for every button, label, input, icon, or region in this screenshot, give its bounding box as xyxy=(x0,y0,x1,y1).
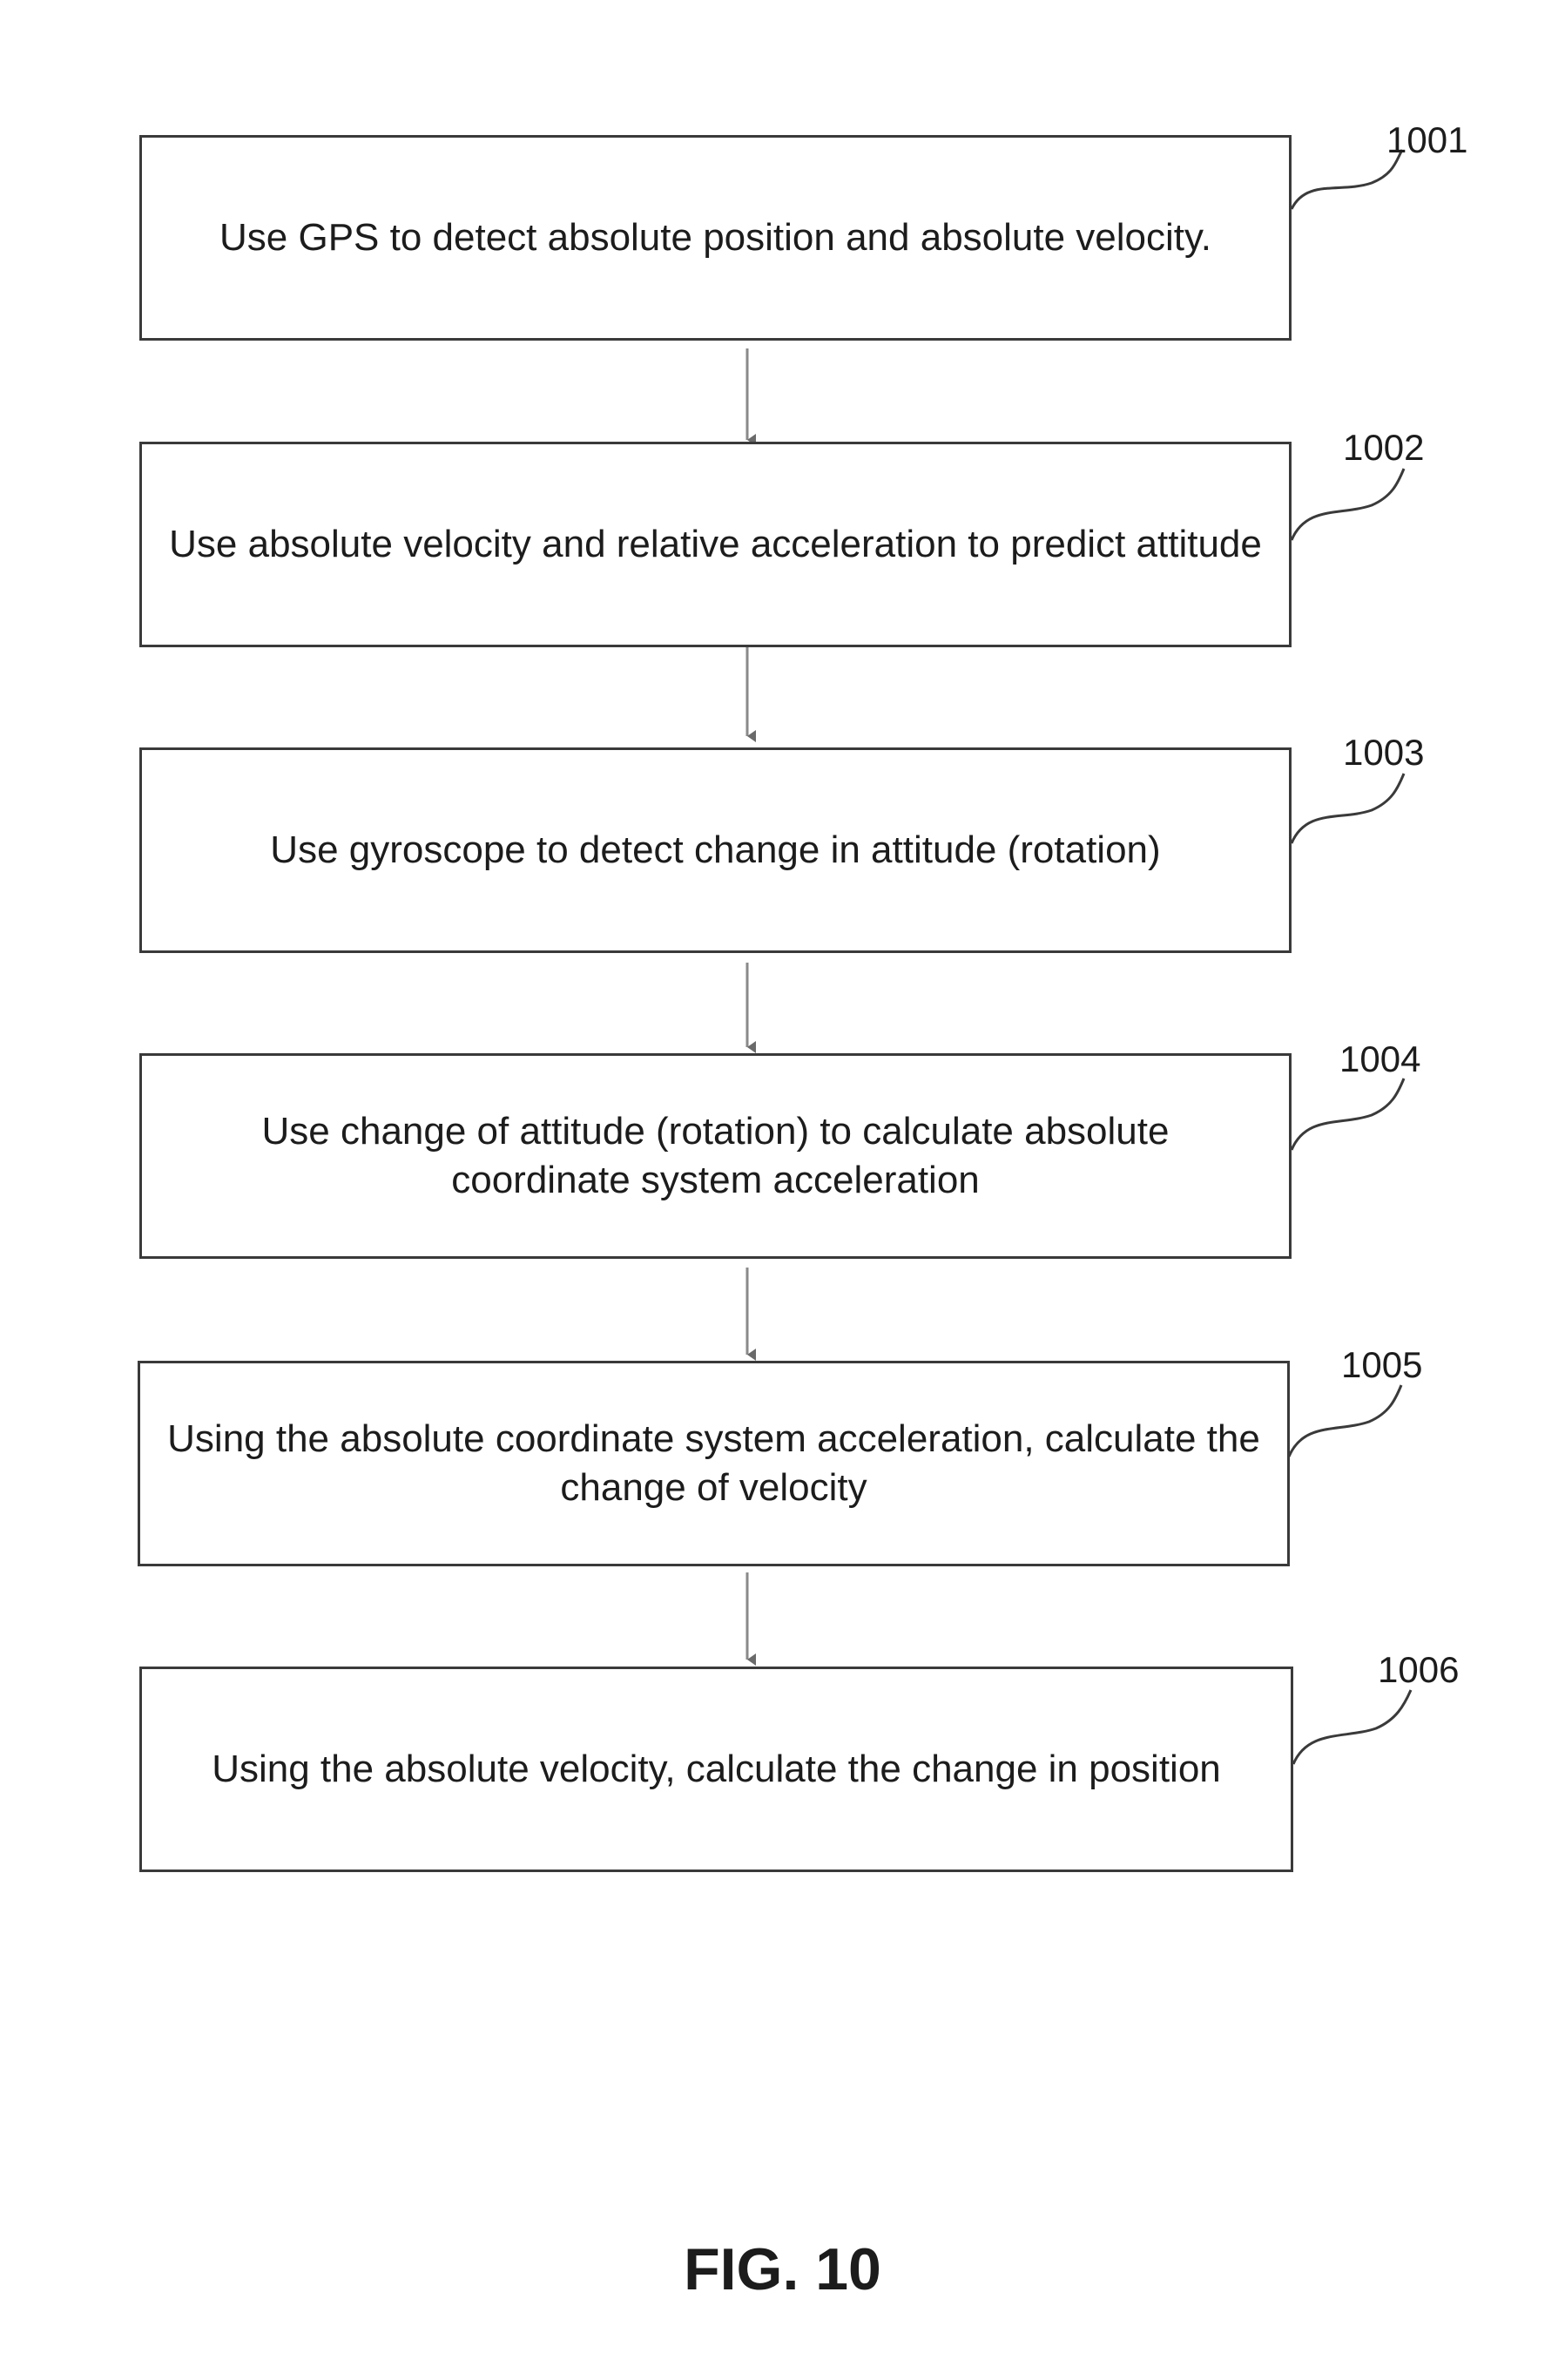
ref-label-1001: 1001 xyxy=(1386,119,1467,161)
step-box-1006: Using the absolute velocity, calculate t… xyxy=(139,1667,1293,1872)
step-text: Use GPS to detect absolute position and … xyxy=(219,213,1211,262)
leader-line-1002 xyxy=(1292,469,1404,540)
ref-label-1005: 1005 xyxy=(1341,1344,1422,1386)
leader-line-1005 xyxy=(1289,1385,1401,1457)
step-text: Use absolute velocity and relative accel… xyxy=(169,520,1262,569)
step-text: Use gyroscope to detect change in attitu… xyxy=(270,826,1160,875)
leader-line-1003 xyxy=(1292,774,1404,843)
step-box-1004: Use change of attitude (rotation) to cal… xyxy=(139,1053,1292,1259)
step-text: Use change of attitude (rotation) to cal… xyxy=(168,1107,1263,1205)
step-text: Using the absolute velocity, calculate t… xyxy=(212,1745,1221,1794)
ref-label-1003: 1003 xyxy=(1343,732,1424,774)
step-text: Using the absolute coordinate system acc… xyxy=(166,1415,1261,1512)
step-box-1005: Using the absolute coordinate system acc… xyxy=(138,1361,1290,1566)
ref-label-1004: 1004 xyxy=(1339,1038,1420,1080)
figure-caption: FIG. 10 xyxy=(0,2235,1565,2304)
step-box-1002: Use absolute velocity and relative accel… xyxy=(139,442,1292,647)
leader-line-1001 xyxy=(1292,150,1402,209)
ref-label-1006: 1006 xyxy=(1378,1649,1459,1691)
leader-line-1004 xyxy=(1292,1078,1404,1150)
step-box-1001: Use GPS to detect absolute position and … xyxy=(139,135,1292,341)
ref-label-1002: 1002 xyxy=(1343,427,1424,469)
leader-line-1006 xyxy=(1293,1690,1411,1764)
step-box-1003: Use gyroscope to detect change in attitu… xyxy=(139,747,1292,953)
